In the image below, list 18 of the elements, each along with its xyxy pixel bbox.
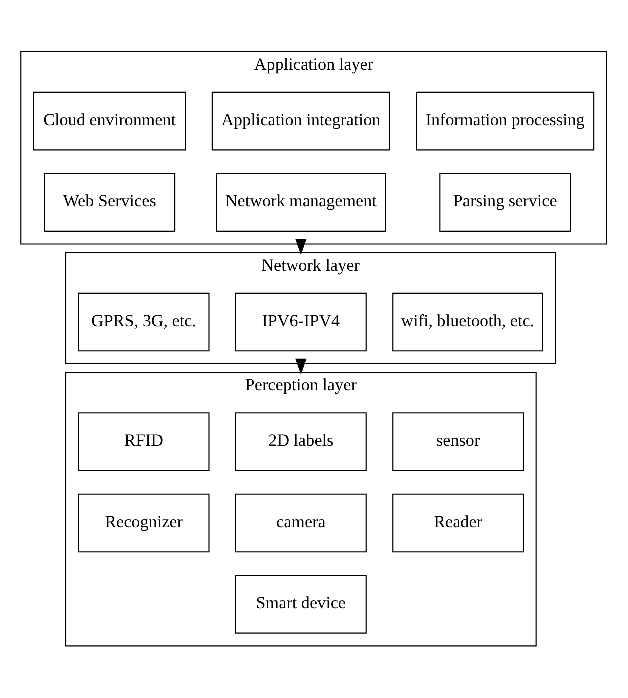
node-box: GPRS, 3G, etc. (78, 292, 210, 352)
node-box: Cloud environment (33, 92, 186, 151)
node-box: sensor (392, 412, 524, 472)
node-box: Smart device (235, 575, 367, 634)
node-box: 2D labels (235, 412, 367, 472)
node-box: Application integration (212, 92, 390, 151)
node-box: Parsing service (440, 173, 572, 232)
node-box: Network management (216, 173, 386, 232)
node-box: Information processing (416, 92, 595, 151)
node-box: Web Services (44, 173, 176, 232)
node-box: Recognizer (78, 494, 210, 553)
arrow (296, 239, 307, 256)
node-box: wifi, bluetooth, etc. (392, 292, 544, 352)
node-box: RFID (78, 412, 210, 472)
node-box: Reader (392, 494, 524, 553)
arrow (296, 358, 307, 375)
node-box: IPV6-IPV4 (235, 292, 367, 352)
node-box: camera (235, 494, 367, 553)
